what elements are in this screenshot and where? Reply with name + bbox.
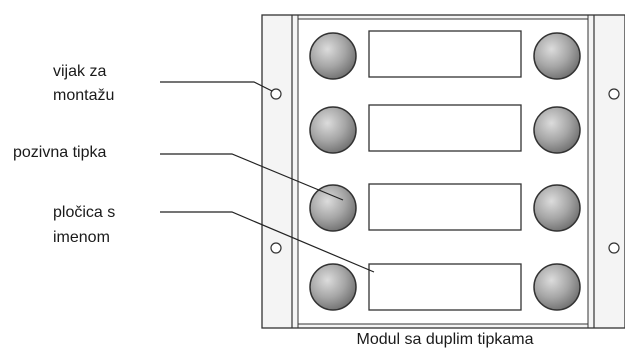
name-plate: [368, 183, 522, 231]
leader-line-call-button: [160, 153, 344, 201]
mounting-screw-icon: [608, 88, 620, 100]
label-mounting-screw-line2: montažu: [53, 87, 115, 104]
mounting-screw-icon: [270, 88, 282, 100]
leader-line-mounting-screw: [160, 81, 273, 92]
call-button-right: [533, 32, 581, 80]
label-mounting-screw-line1: vijak za: [53, 63, 107, 80]
label-name-plate-line1: pločica s: [53, 204, 116, 221]
name-plate: [368, 104, 522, 152]
leader-line-name-plate: [160, 211, 375, 273]
mounting-screw-icon: [608, 242, 620, 254]
name-plate: [368, 263, 522, 311]
call-button-left: [309, 106, 357, 154]
name-plate: [368, 30, 522, 78]
call-button-left: [309, 263, 357, 311]
mounting-screw-icon: [270, 242, 282, 254]
call-button-left: [309, 184, 357, 232]
label-call-button: pozivna tipka: [13, 144, 107, 161]
call-button-right: [533, 106, 581, 154]
call-button-right: [533, 184, 581, 232]
diagram-caption: Modul sa duplim tipkama: [356, 331, 534, 348]
call-button-left: [309, 32, 357, 80]
label-name-plate-line2: imenom: [53, 229, 110, 246]
call-button-right: [533, 263, 581, 311]
